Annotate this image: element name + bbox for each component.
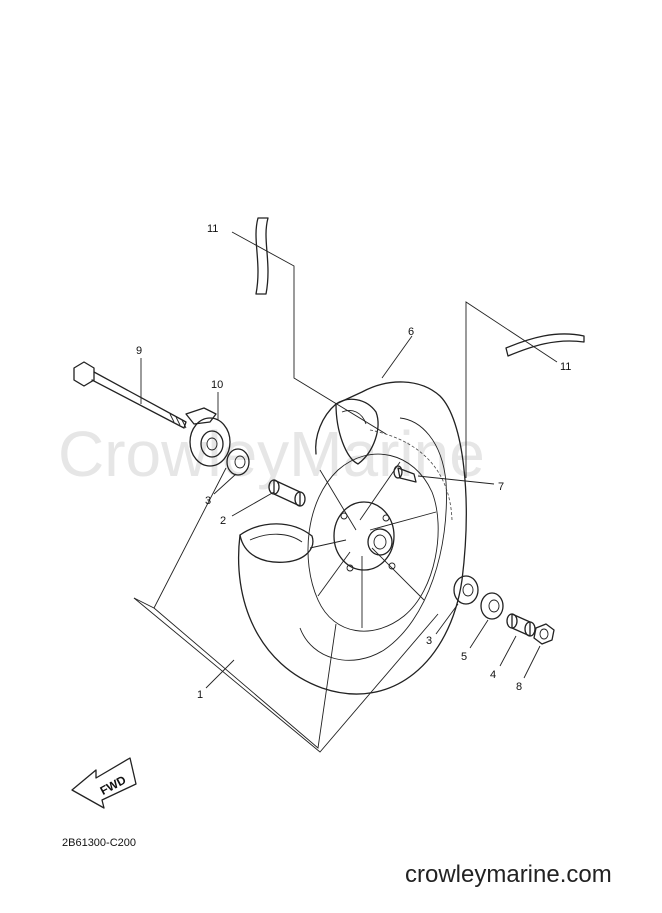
part-10-speedometer-gear-unit [185, 407, 231, 467]
callout-3-left: 3 [205, 495, 211, 507]
callout-3-right: 3 [426, 635, 432, 647]
callout-9: 9 [136, 345, 142, 357]
callout-11-right: 11 [560, 361, 571, 373]
part-4-collar [506, 613, 536, 637]
part-9-axle-bolt [73, 361, 187, 429]
callout-6: 6 [408, 326, 414, 338]
callout-4: 4 [490, 669, 496, 681]
forward-arrow-icon: FWD [71, 757, 137, 809]
part-2-spacer [268, 479, 306, 507]
part-7-valve-stem [393, 465, 417, 483]
part-3-bearing-right [453, 575, 479, 605]
diagram-code: 2B61300-C200 [62, 837, 136, 849]
callout-1: 1 [197, 689, 203, 701]
callout-8: 8 [516, 681, 522, 693]
callout-2: 2 [220, 515, 226, 527]
part-11-hose-right [505, 333, 585, 357]
watermark: CrowleyMarine [58, 418, 485, 490]
callout-7: 7 [498, 481, 504, 493]
callout-10: 10 [211, 379, 223, 391]
part-8-nut [533, 623, 555, 645]
leader-lines [133, 231, 558, 753]
part-3-bearing-left [226, 448, 250, 476]
part-11-hose-upper [255, 217, 269, 295]
callout-5: 5 [461, 651, 467, 663]
part-5-oil-seal [480, 592, 504, 620]
callout-11-upper: 11 [207, 223, 218, 235]
site-url[interactable]: crowleymarine.com [405, 861, 612, 888]
